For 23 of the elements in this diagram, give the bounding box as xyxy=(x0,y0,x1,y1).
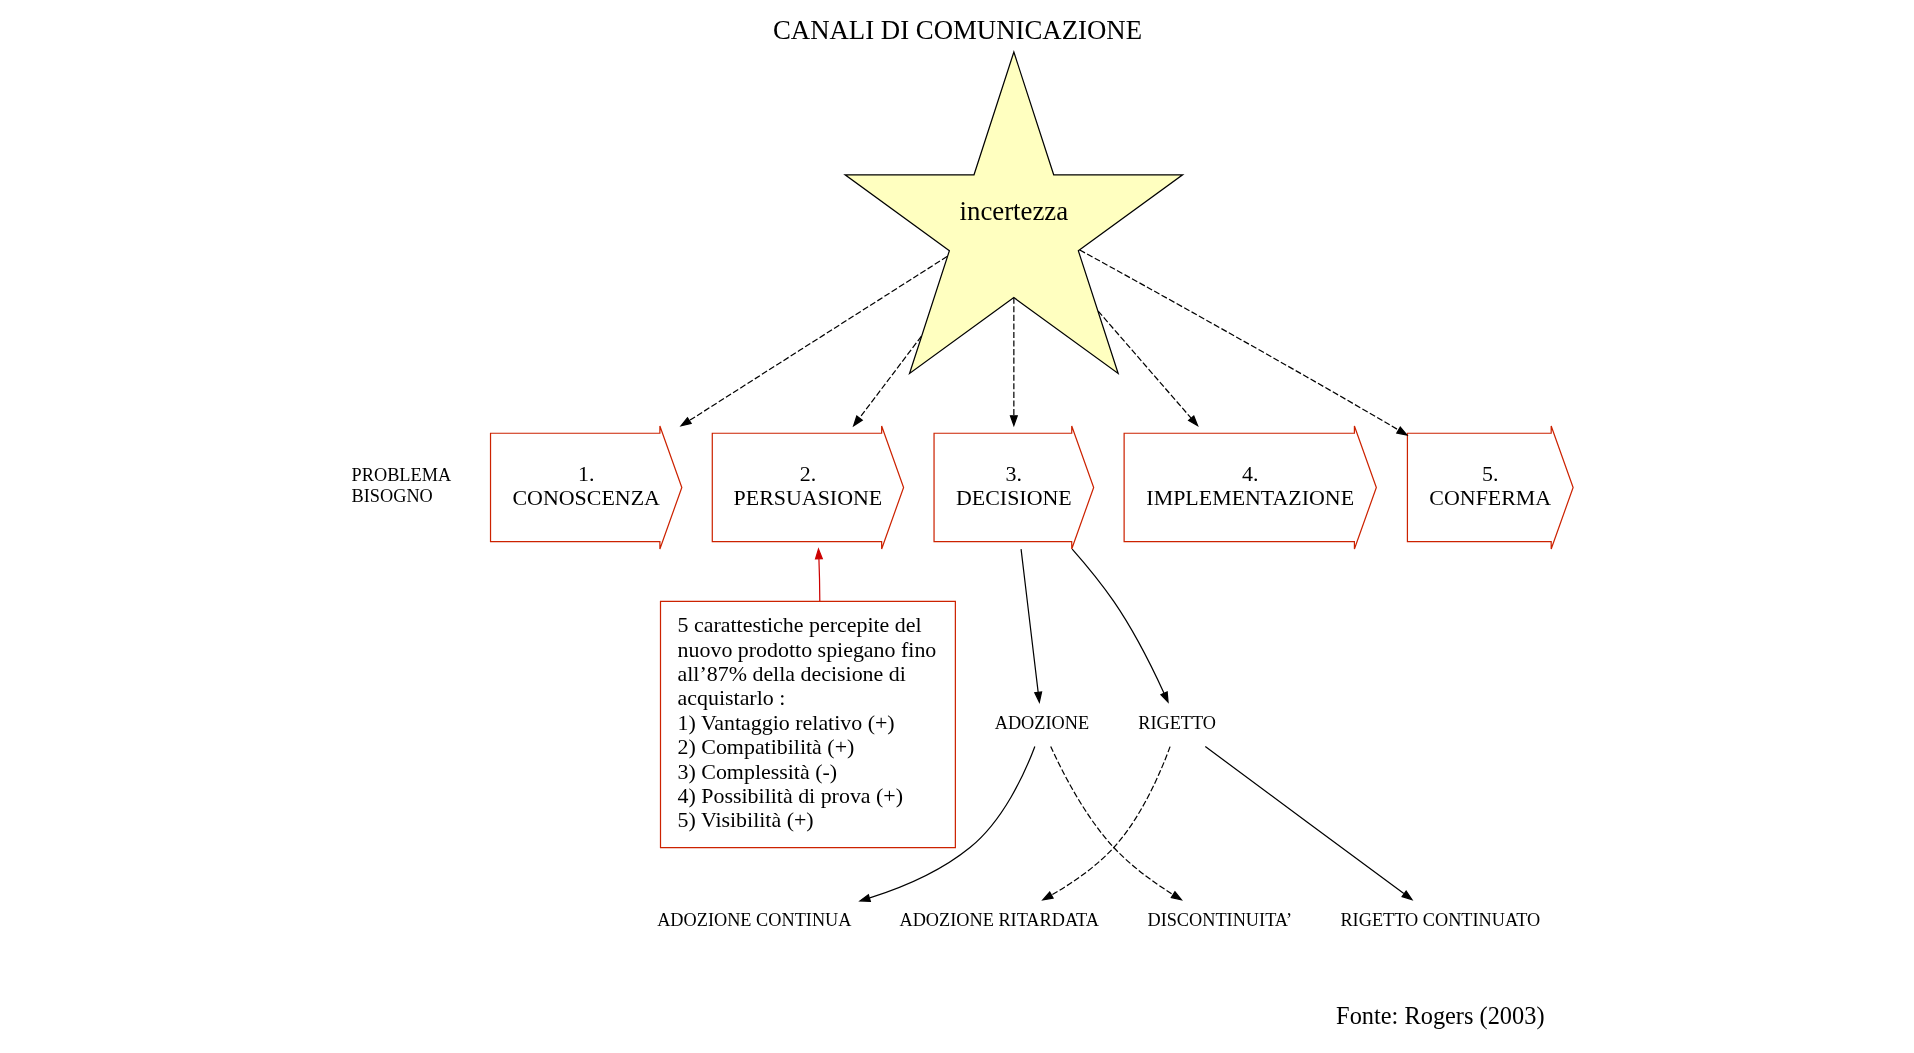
arrow xyxy=(1078,249,1409,436)
arrow xyxy=(1049,745,1183,901)
caption: Fonte: Rogers (2003) xyxy=(1335,1002,1545,1030)
arrow xyxy=(857,745,1035,902)
node-text: DISCONTINUITA’ xyxy=(1146,910,1292,931)
node-text: RIGETTO xyxy=(1137,712,1216,733)
arrow xyxy=(679,255,948,427)
arrow xyxy=(1040,746,1171,901)
label: PROBLEMA xyxy=(351,465,451,486)
arrow xyxy=(1204,745,1413,901)
node-text: ADOZIONE CONTINUA xyxy=(656,910,851,931)
node-text: RIGETTO CONTINUATO xyxy=(1339,910,1540,931)
arrow xyxy=(1009,297,1018,428)
diagram-title: CANALI DI COMUNICAZIONE xyxy=(772,15,1142,46)
node-text: ADOZIONE xyxy=(994,712,1089,733)
arrow xyxy=(1071,548,1169,704)
arrow xyxy=(1019,548,1042,704)
arrow xyxy=(852,335,922,428)
node-box: 5 carattestiche percepite del nuovo prodotto spiegano fino all’87% della decisione di acquistarlo : 1) Vantaggio relativo (+) 2) Compatibilità (+) 3) Complessità (-) 4) Possibilità di prova (+) 5) Visibilità (+) xyxy=(659,600,956,849)
arrow xyxy=(814,547,823,602)
label: BISOGNO xyxy=(351,486,433,507)
arrow xyxy=(1097,310,1199,427)
node-text: ADOZIONE RITARDATA xyxy=(898,910,1099,931)
